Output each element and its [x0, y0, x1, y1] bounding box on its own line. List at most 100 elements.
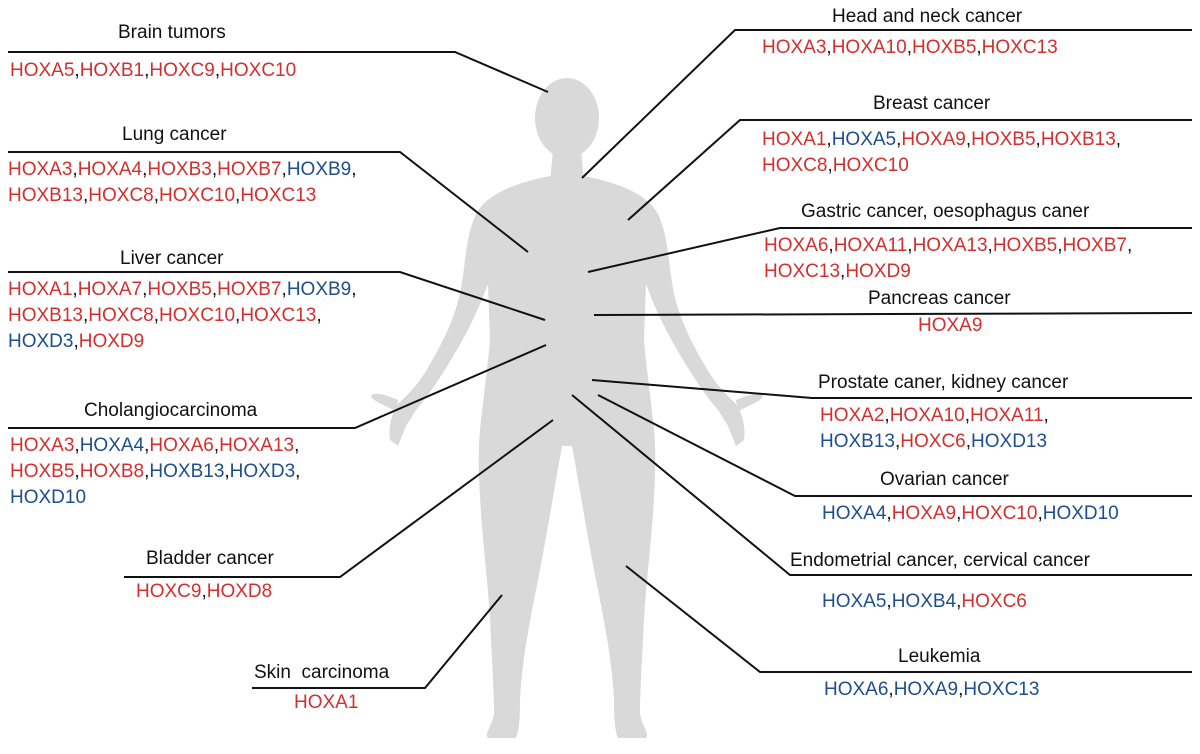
comma-separator: , [142, 159, 148, 180]
leader-leukemia [625, 565, 1192, 673]
comma-separator: , [82, 305, 89, 326]
label-gastric-cancer: Gastric cancer, oesophagus caner [801, 201, 1090, 222]
gene-hoxc10: HOXC10 [159, 185, 236, 206]
genes-cholangiocarcinoma: HOXA3,HOXA4,HOXA6,HOXA13,HOXB5,HOXB8,HOX… [10, 433, 300, 511]
gene-hoxc10: HOXC10 [159, 305, 236, 326]
gene-line: HOXA3,HOXA4,HOXB3,HOXB7,HOXB9, [8, 157, 357, 183]
comma-separator: , [888, 679, 894, 700]
comma-separator: , [965, 431, 972, 452]
gene-hoxa11: HOXA11 [969, 405, 1044, 426]
comma-separator: , [294, 435, 300, 456]
comma-separator: , [1057, 235, 1063, 256]
comma-separator: , [142, 279, 148, 300]
comma-separator: , [1043, 405, 1049, 426]
gene-hoxb8: HOXB8 [79, 461, 145, 482]
comma-separator: , [74, 435, 80, 456]
genes-lung-cancer: HOXA3,HOXA4,HOXB3,HOXB7,HOXB9,HOXB13,HOX… [8, 157, 357, 209]
comma-separator: , [153, 305, 160, 326]
comma-separator: , [826, 129, 832, 150]
label-brain-tumors: Brain tumors [118, 22, 226, 43]
comma-separator: , [211, 279, 218, 300]
gene-hoxc13: HOXC13 [764, 261, 841, 282]
gene-line: HOXD3,HOXD9 [8, 329, 357, 355]
comma-separator: , [316, 305, 322, 326]
comma-separator: , [958, 679, 964, 700]
comma-separator: , [840, 261, 846, 282]
comma-separator: , [144, 461, 150, 482]
leader-liver [8, 271, 546, 321]
gene-hoxd9: HOXD9 [845, 261, 911, 282]
gene-hoxa9: HOXA9 [901, 129, 966, 150]
genes-gastric-cancer: HOXA6,HOXA11,HOXA13,HOXB5,HOXB7,HOXC13,H… [764, 233, 1132, 285]
genes-leukemia: HOXA6,HOXA9,HOXC13 [824, 677, 1039, 703]
gene-hoxb1: HOXB1 [79, 60, 145, 81]
gene-hoxc8: HOXC8 [88, 305, 154, 326]
gene-hoxa10: HOXA10 [831, 37, 907, 58]
gene-hoxb7: HOXB7 [217, 279, 282, 300]
gene-line: HOXA3,HOXA10,HOXB5,HOXC13 [762, 35, 1058, 61]
gene-hoxa6: HOXA6 [764, 235, 829, 256]
gene-hoxc10: HOXC10 [220, 60, 297, 81]
gene-hoxb5: HOXB5 [911, 37, 977, 58]
gene-hoxb5: HOXB5 [992, 235, 1058, 256]
comma-separator: , [72, 159, 78, 180]
comma-separator: , [886, 591, 892, 612]
comma-separator: , [965, 129, 972, 150]
comma-separator: , [826, 37, 832, 58]
gene-hoxa7: HOXA7 [77, 279, 143, 300]
genes-head-neck-cancer: HOXA3,HOXA10,HOXB5,HOXC13 [762, 35, 1058, 61]
gene-hoxa13: HOXA13 [912, 235, 988, 256]
gene-line: HOXA5,HOXB4,HOXC6 [822, 589, 1027, 615]
gene-hoxc9: HOXC9 [136, 581, 202, 602]
comma-separator: , [1035, 129, 1041, 150]
comma-separator: , [281, 159, 287, 180]
comma-separator: , [956, 503, 962, 524]
gene-line: HOXC13,HOXD9 [764, 259, 1132, 285]
leader-brain [8, 51, 549, 93]
leader-endometrial [571, 394, 1192, 576]
comma-separator: , [987, 235, 993, 256]
gene-hoxd9: HOXD9 [78, 331, 145, 352]
gene-line: HOXC9,HOXD8 [136, 579, 272, 605]
gene-line: HOXD10 [10, 485, 300, 511]
genes-liver-cancer: HOXA1,HOXA7,HOXB5,HOXB7,HOXB9,HOXB13,HOX… [8, 277, 357, 355]
label-prostate-kidney-cancer: Prostate caner, kidney cancer [818, 372, 1069, 393]
gene-hoxb7: HOXB7 [217, 159, 282, 180]
genes-endometrial-cervical-cancer: HOXA5,HOXB4,HOXC6 [822, 589, 1027, 615]
leader-breast [627, 119, 1192, 221]
gene-hoxb13: HOXB13 [1040, 129, 1116, 150]
gene-hoxa2: HOXA2 [820, 405, 885, 426]
gene-hoxa5: HOXA5 [831, 129, 897, 150]
label-bladder-cancer: Bladder cancer [146, 548, 274, 569]
genes-pancreas-cancer: HOXA9 [918, 313, 982, 339]
comma-separator: , [72, 279, 78, 300]
comma-separator: , [211, 159, 218, 180]
label-liver-cancer: Liver cancer [120, 248, 224, 269]
gene-line: HOXB5,HOXB8,HOXB13,HOXD3, [10, 459, 300, 485]
gene-hoxb13: HOXB13 [820, 431, 895, 452]
gene-hoxb4: HOXB4 [891, 591, 957, 612]
comma-separator: , [964, 405, 970, 426]
genes-prostate-kidney-cancer: HOXA2,HOXA10,HOXA11,HOXB13,HOXC6,HOXD13 [820, 403, 1049, 455]
comma-separator: , [896, 129, 902, 150]
gene-line: HOXA5,HOXB1,HOXC9,HOXC10 [10, 58, 296, 84]
gene-line: HOXA1,HOXA5,HOXA9,HOXB5,HOXB13, [762, 127, 1121, 153]
comma-separator: , [828, 235, 834, 256]
gene-hoxd3: HOXD3 [8, 331, 74, 352]
gene-hoxc8: HOXC8 [762, 155, 828, 176]
leader-gastric [587, 227, 1192, 273]
label-ovarian-cancer: Ovarian cancer [880, 469, 1009, 490]
leader-pancreas [593, 312, 1193, 316]
gene-hoxd13: HOXD13 [971, 431, 1048, 452]
gene-line: HOXB13,HOXC6,HOXD13 [820, 429, 1049, 455]
gene-hoxb9: HOXB9 [286, 279, 352, 300]
comma-separator: , [976, 37, 982, 58]
comma-separator: , [144, 60, 150, 81]
gene-hoxa9: HOXA9 [918, 315, 983, 336]
gene-hoxb5: HOXB5 [971, 129, 1036, 150]
gene-hoxc6: HOXC6 [961, 591, 1027, 612]
gene-hoxb9: HOXB9 [286, 159, 352, 180]
label-cholangiocarcinoma: Cholangiocarcinoma [84, 400, 258, 421]
human-body-silhouette [371, 78, 763, 738]
